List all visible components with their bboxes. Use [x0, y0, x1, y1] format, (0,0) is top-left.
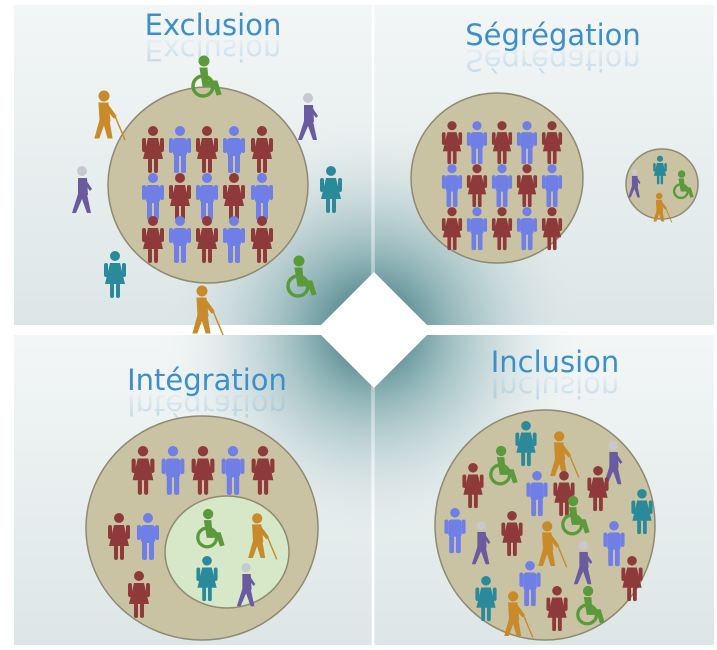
center-diamond [316, 272, 432, 388]
panel-title-segregation: Ségrégation [465, 18, 641, 52]
panel-title-integration: Intégration [127, 363, 287, 397]
panel-integration: Intégration Intégration [85, 363, 319, 641]
panel-inclusion: Inclusion Inclusion [434, 345, 656, 641]
integrated-subgroup-circle [164, 495, 290, 609]
panel-title-inclusion: Inclusion [491, 345, 620, 379]
panel-exclusion: Exclusion Exclusion [72, 8, 342, 336]
panel-title-exclusion: Exclusion [145, 8, 282, 42]
panel-title-reflection-inclusion: Inclusion [491, 370, 620, 404]
majority-group [441, 121, 563, 251]
panel-title-reflection-segregation: Ségrégation [465, 43, 641, 77]
panel-title-reflection-exclusion: Exclusion [145, 33, 282, 67]
panel-segregation: Ségrégation Ségrégation [410, 18, 699, 264]
